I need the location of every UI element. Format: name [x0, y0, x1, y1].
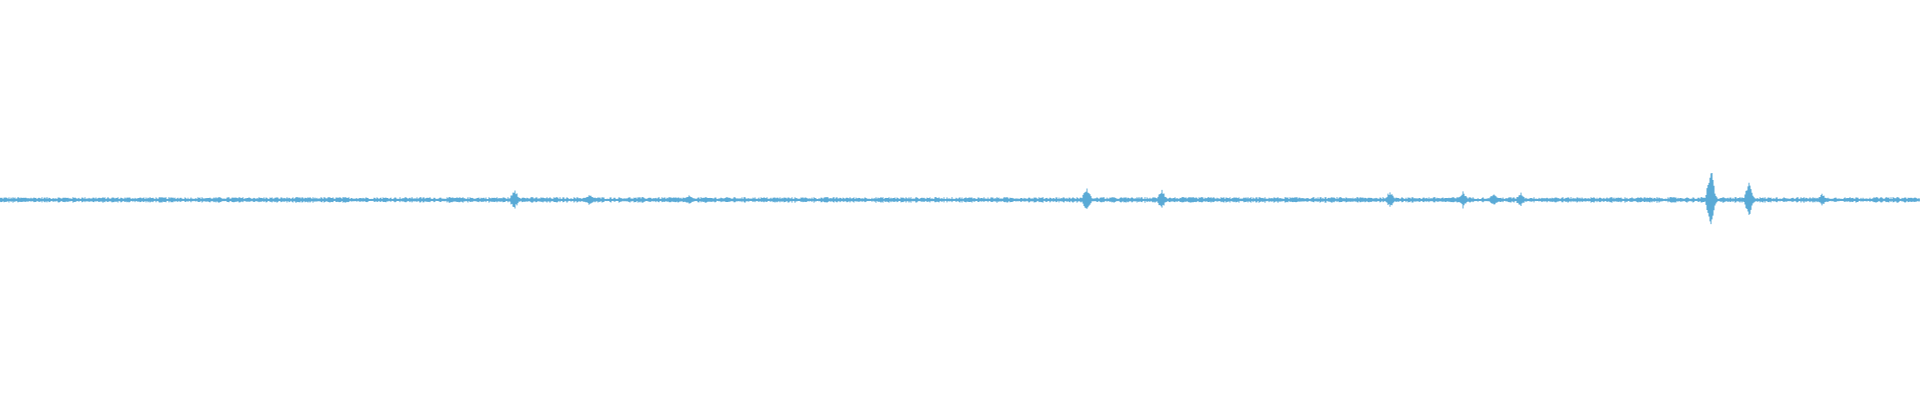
- waveform-trace: [0, 173, 1920, 225]
